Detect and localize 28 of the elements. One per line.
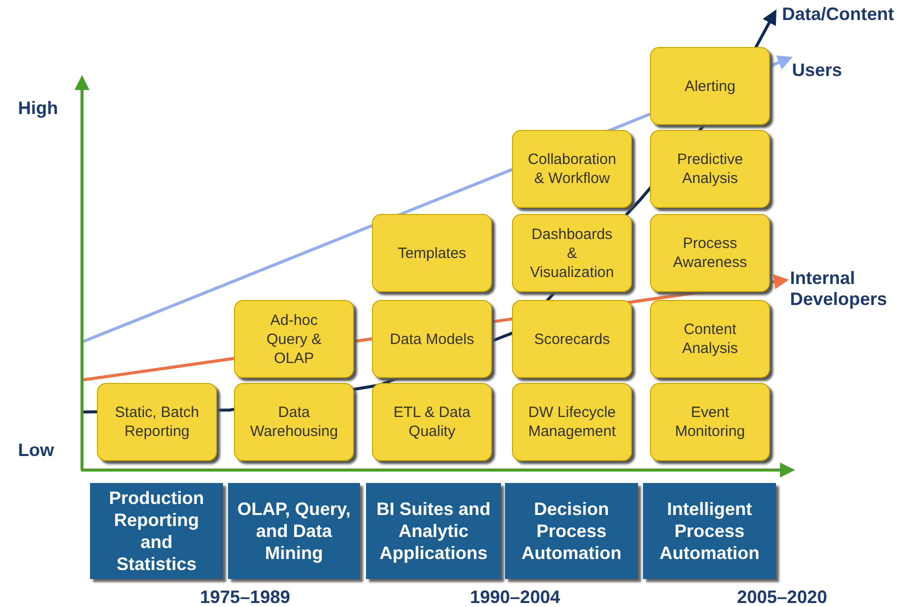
capability-box: Content Analysis	[650, 300, 770, 378]
capability-box: ETL & Data Quality	[372, 383, 492, 461]
era-box: Intelligent Process Automation	[643, 483, 776, 579]
year-range: 1975–1989	[200, 587, 290, 607]
capability-box: DW Lifecycle Management	[512, 383, 632, 461]
capability-box: Scorecards	[512, 300, 632, 378]
series-label: Data/Content	[782, 4, 894, 25]
series-label: Users	[792, 60, 842, 81]
axis-label: Low	[18, 440, 54, 461]
series-label: Internal Developers	[790, 268, 888, 310]
era-box: BI Suites and Analytic Applications	[366, 483, 501, 579]
capability-box: Predictive Analysis	[650, 130, 770, 208]
era-box: OLAP, Query, and Data Mining	[228, 483, 360, 579]
capability-box: Static, Batch Reporting	[97, 383, 217, 461]
year-range: 2005–2020	[737, 587, 828, 607]
capability-box: Event Monitoring	[650, 383, 770, 461]
capability-box: Templates	[372, 214, 492, 292]
capability-box: Ad-hoc Query & OLAP	[234, 300, 354, 378]
axis-label: High	[18, 98, 58, 119]
capability-box: Process Awareness	[650, 214, 770, 292]
year-range: 1990–2004	[470, 587, 560, 607]
era-box: Decision Process Automation	[505, 483, 638, 579]
capability-box: Alerting	[650, 47, 770, 125]
era-box: Production Reporting and Statistics	[90, 483, 223, 579]
capability-box: Collaboration & Workflow	[512, 130, 632, 208]
capability-box: Dashboards & Visualization	[512, 214, 632, 292]
capability-box: Data Models	[372, 300, 492, 378]
capability-box: Data Warehousing	[234, 383, 354, 461]
